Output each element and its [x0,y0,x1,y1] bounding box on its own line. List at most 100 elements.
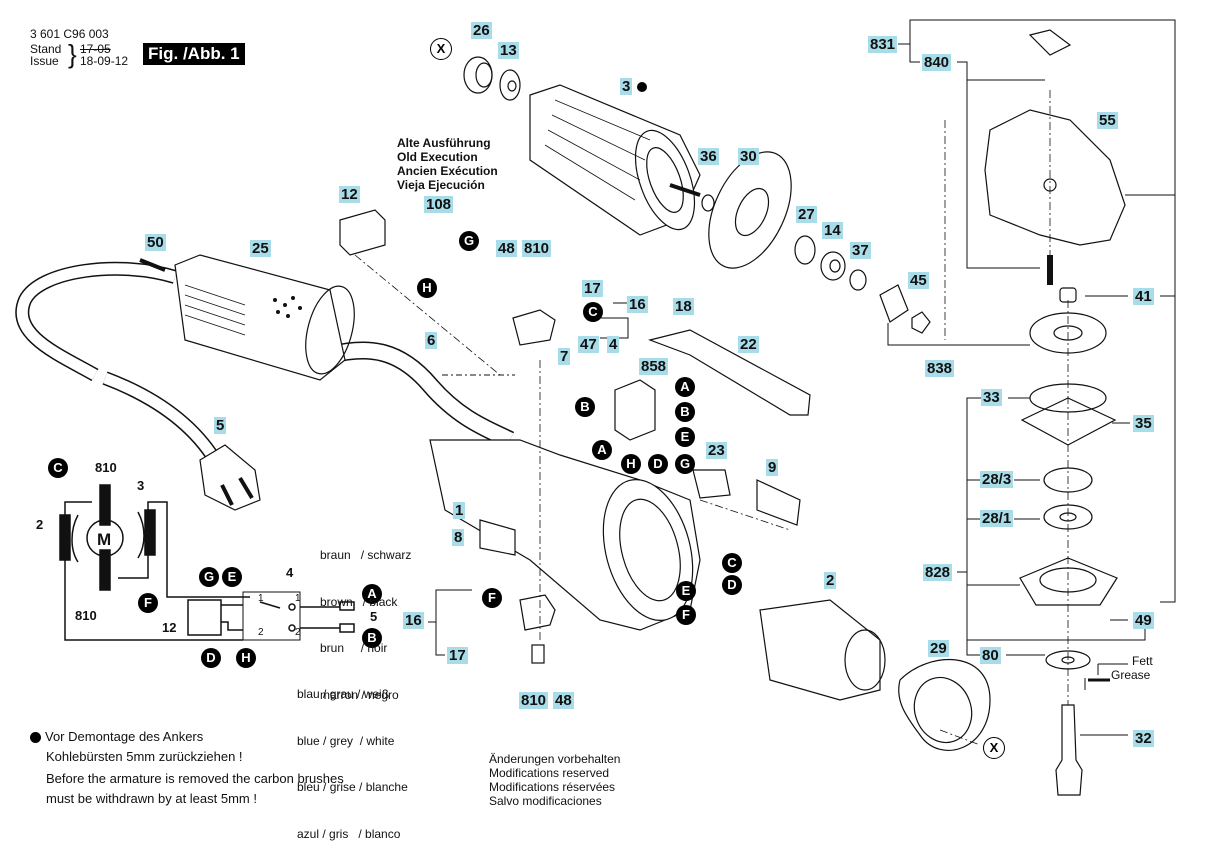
part-label-3-number[interactable]: 3 [620,78,633,95]
marker-x-top[interactable]: X [430,38,452,60]
part-label-41[interactable]: 41 [1133,288,1154,305]
wiring-label-4: 4 [286,565,294,580]
wiring-label-810-bottom: 810 [75,608,97,623]
part-label-25[interactable]: 25 [250,240,271,257]
part-label-8[interactable]: 8 [452,529,465,546]
footnote-de-text1: Vor Demontage des Ankers [45,729,204,744]
part-label-32[interactable]: 32 [1133,730,1154,747]
part-label-33[interactable]: 33 [981,389,1002,406]
modifications-de: Änderungen vorbehalten [489,752,621,766]
marker-e-switch[interactable]: E [675,427,695,447]
marker-h-top[interactable]: H [417,278,437,298]
part-label-36[interactable]: 36 [698,148,719,165]
part-label-18[interactable]: 18 [673,298,694,315]
part-label-29[interactable]: 29 [928,640,949,657]
wiring-marker-b[interactable]: B [362,628,382,648]
part-label-2[interactable]: 2 [824,572,837,589]
wiring-marker-f[interactable]: F [138,593,158,613]
note-bullet-icon [30,731,41,743]
old-execution-fr: Ancien Exécution [397,164,498,178]
part-label-28-3[interactable]: 28/3 [980,471,1014,488]
part-label-12[interactable]: 12 [339,186,360,203]
part-label-47[interactable]: 47 [578,336,599,353]
part-label-831[interactable]: 831 [868,36,898,53]
marker-x-bottom[interactable]: X [983,737,1005,759]
wiring-marker-h[interactable]: H [236,648,256,668]
part-label-48-bottom[interactable]: 48 [553,692,574,709]
wiring-label-12: 12 [162,620,177,635]
wiring-marker-g[interactable]: G [199,567,219,587]
part-label-50[interactable]: 50 [145,234,166,251]
part-label-4[interactable]: 4 [607,336,620,353]
wiring-label-2: 2 [36,517,44,532]
part-label-22[interactable]: 22 [738,336,759,353]
modifications-fr: Modifications réservées [489,780,616,794]
marker-g-top[interactable]: G [459,231,479,251]
part-label-14[interactable]: 14 [822,222,843,239]
part-label-49[interactable]: 49 [1133,612,1154,629]
old-execution-en: Old Execution [397,150,478,164]
marker-c-field[interactable]: C [722,553,742,573]
part-label-48-top[interactable]: 48 [496,240,517,257]
part-label-108[interactable]: 108 [424,196,454,213]
part-label-17-top[interactable]: 17 [582,280,603,297]
armature-drawing [529,84,701,236]
part-label-55[interactable]: 55 [1097,112,1118,129]
wire-color-en: brown / black [320,594,398,609]
part-label-16-bottom[interactable]: 16 [403,612,424,629]
marker-d-switch[interactable]: D [648,454,668,474]
part-label-838[interactable]: 838 [925,360,955,377]
part-label-26[interactable]: 26 [471,22,492,39]
part-label-810-top[interactable]: 810 [522,240,552,257]
wiring-marker-e[interactable]: E [222,567,242,587]
part-label-45[interactable]: 45 [908,272,929,289]
part-label-3[interactable]: 3 [620,78,647,95]
part-label-9[interactable]: 9 [766,459,779,476]
marker-c-top[interactable]: C [583,302,603,322]
terminal-1-left: 1 [258,593,264,604]
marker-f-brush[interactable]: F [482,588,502,608]
marker-g-switch[interactable]: G [675,454,695,474]
marker-h-switch[interactable]: H [621,454,641,474]
brace-symbol: } [68,39,77,69]
footnote-de-line1: Vor Demontage des Ankers [30,727,344,747]
part-label-7[interactable]: 7 [558,348,571,365]
part-label-17-bottom[interactable]: 17 [447,647,468,664]
part-label-840[interactable]: 840 [922,54,952,71]
marker-a-switch[interactable]: A [675,377,695,397]
wiring-label-3: 3 [137,478,145,493]
part-label-16-top[interactable]: 16 [627,296,648,313]
part-label-80[interactable]: 80 [980,647,1001,664]
part-label-810-bottom[interactable]: 810 [519,692,549,709]
part-label-27[interactable]: 27 [796,206,817,223]
marker-f-field[interactable]: F [676,605,696,625]
part-label-30[interactable]: 30 [738,148,759,165]
part-label-1[interactable]: 1 [453,502,466,519]
wiring-marker-a[interactable]: A [362,584,382,604]
part-label-6[interactable]: 6 [425,332,438,349]
wire-color-lower-en: blue / grey / white [297,733,395,748]
part-label-13[interactable]: 13 [498,42,519,59]
part-label-37[interactable]: 37 [850,242,871,259]
marker-a-cable[interactable]: A [592,440,612,460]
part-label-23[interactable]: 23 [706,442,727,459]
part-label-858[interactable]: 858 [639,358,669,375]
marker-d-field[interactable]: D [722,575,742,595]
wire-color-fr: brun / noir [320,641,388,655]
grease-label-de: Fett [1132,654,1153,668]
old-execution-note: Alte Ausführung Old Execution Ancien Exé… [397,136,498,192]
figure-title: Fig. /Abb. 1 [143,43,245,65]
wire-colors-upper: braun / schwarz brown / black brun / noi… [320,517,411,719]
marker-b-cable[interactable]: B [575,397,595,417]
footnote-en-line1: Before the armature is removed the carbo… [46,771,344,786]
wiring-marker-c[interactable]: C [48,458,68,478]
part-label-5[interactable]: 5 [214,417,227,434]
issue-date: 18-09-12 [80,54,129,68]
part-label-35[interactable]: 35 [1133,415,1154,432]
marker-b-switch[interactable]: B [675,402,695,422]
wiring-marker-d[interactable]: D [201,648,221,668]
part-label-28-1[interactable]: 28/1 [980,510,1014,527]
part-label-828[interactable]: 828 [923,564,953,581]
marker-e-field[interactable]: E [676,581,696,601]
stand-label: Stand [30,42,62,56]
